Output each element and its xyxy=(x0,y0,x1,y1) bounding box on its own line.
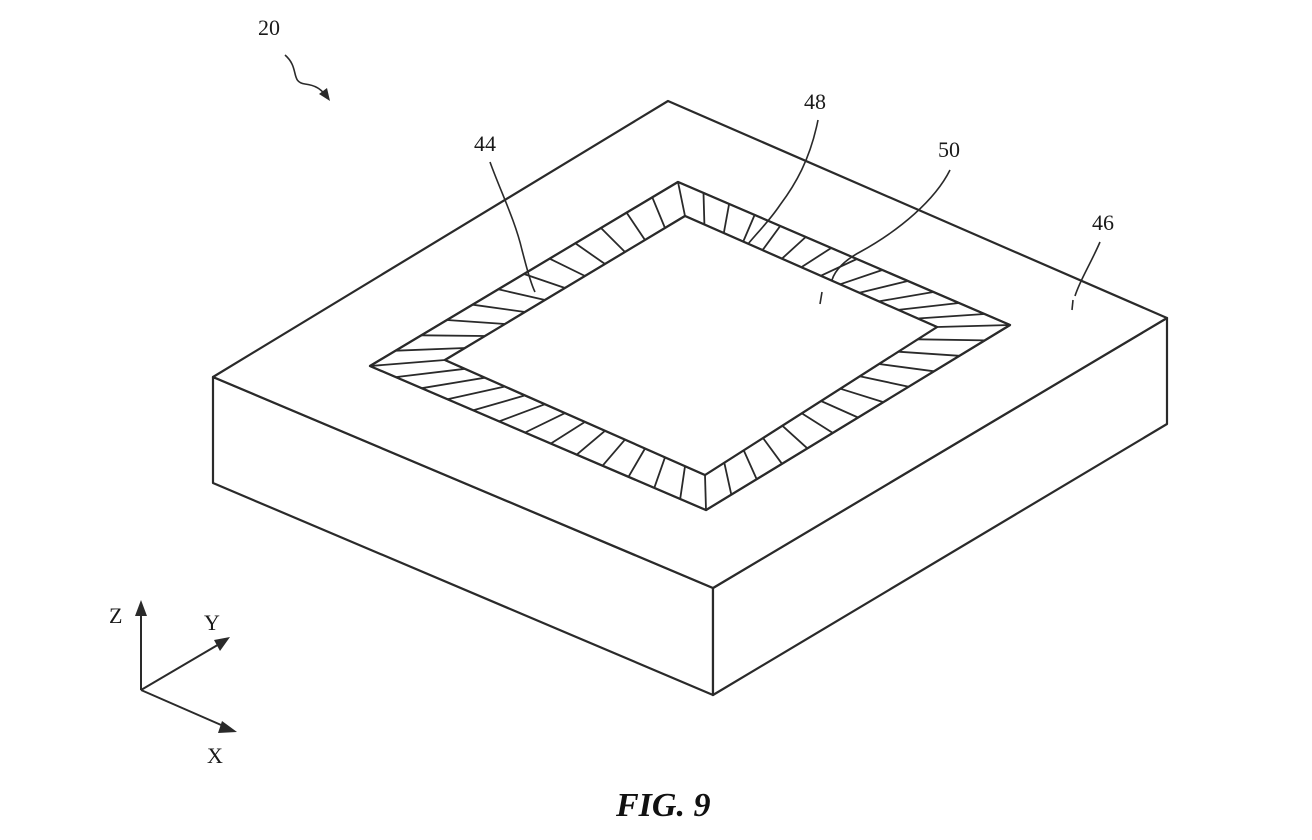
corner-miter-line xyxy=(704,474,707,511)
hatch-line xyxy=(742,449,758,480)
label-46: 46 xyxy=(1092,210,1114,235)
hatch-line xyxy=(840,387,884,403)
hatch-line xyxy=(898,302,960,311)
hatch-line xyxy=(781,425,808,449)
hatch-line xyxy=(498,288,546,301)
leader-48 xyxy=(747,119,819,245)
hatch-line xyxy=(762,437,783,465)
leader-50 xyxy=(831,169,951,281)
corner-miter-line xyxy=(936,324,1011,328)
hatch-line xyxy=(524,412,566,434)
hatch-line xyxy=(800,247,832,268)
hatch-line xyxy=(801,412,834,434)
axis-label-z: Z xyxy=(109,603,122,628)
hatch-line xyxy=(395,367,466,378)
hatch-line xyxy=(472,303,526,313)
leader-46-tail xyxy=(1071,299,1074,311)
hatch-line xyxy=(761,225,781,251)
hatch-line xyxy=(679,466,686,500)
hatch-line xyxy=(742,214,756,242)
leader-46 xyxy=(1074,241,1101,297)
leader-20 xyxy=(284,54,328,97)
axis-label-y: Y xyxy=(204,610,220,635)
label-48: 48 xyxy=(804,89,826,114)
hatch-line xyxy=(722,203,730,234)
hatch-line xyxy=(917,313,985,320)
leader-50-tail xyxy=(819,291,823,305)
hatch-line xyxy=(601,439,626,467)
hatch-line xyxy=(702,192,706,225)
hatch-line xyxy=(549,257,586,277)
leader-44 xyxy=(489,161,536,293)
corner-miter-line xyxy=(677,181,686,217)
y-axis xyxy=(140,642,222,691)
hatch-line xyxy=(653,457,666,489)
hatch-line xyxy=(859,280,909,294)
wall-hatching xyxy=(369,181,1011,511)
hatch-line xyxy=(446,319,506,325)
hatch-line xyxy=(498,403,546,423)
x-arrowhead xyxy=(218,721,237,733)
hatch-line xyxy=(878,291,934,303)
label-20: 20 xyxy=(258,15,280,40)
figure-caption: FIG. 9 xyxy=(615,787,710,824)
hatch-line xyxy=(421,334,486,337)
hatch-line xyxy=(421,376,486,390)
hatch-line xyxy=(859,375,909,388)
hatch-line xyxy=(473,394,526,412)
hatch-line xyxy=(651,196,666,229)
axes-triad: Z Y X xyxy=(109,600,237,768)
hatch-line xyxy=(820,400,859,419)
x-axis xyxy=(140,689,229,729)
hatch-line xyxy=(576,430,606,456)
hatch-line xyxy=(723,462,733,495)
hatch-line xyxy=(523,273,566,289)
label-50: 50 xyxy=(938,137,960,162)
hatch-line xyxy=(898,350,960,357)
hatch-line xyxy=(600,227,626,253)
hatch-line xyxy=(839,269,883,286)
hatch-line xyxy=(878,363,935,373)
z-arrowhead xyxy=(135,600,147,616)
hatch-line xyxy=(395,347,466,352)
hatch-line xyxy=(625,212,646,241)
y-arrowhead xyxy=(214,637,230,651)
hatch-line xyxy=(550,421,586,445)
corner-miter-line xyxy=(369,359,446,367)
label-44: 44 xyxy=(474,131,496,156)
hatch-line xyxy=(627,448,646,478)
hatch-line xyxy=(447,385,506,401)
axis-label-x: X xyxy=(207,743,223,768)
hatch-line xyxy=(781,236,807,260)
leader-20-arrowhead xyxy=(319,88,330,101)
hatch-line xyxy=(574,242,606,265)
hatch-line xyxy=(917,338,985,342)
